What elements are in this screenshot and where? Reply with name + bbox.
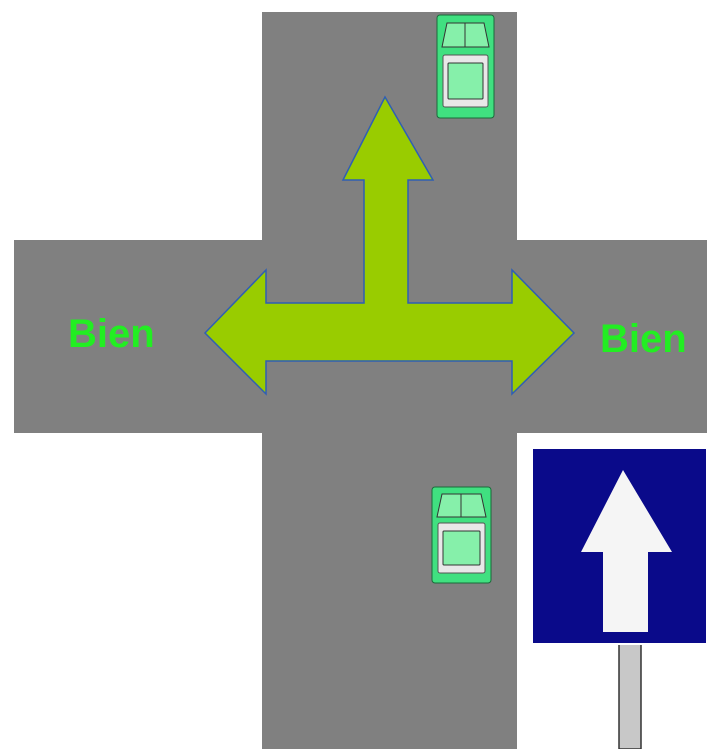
direction-label-right: Bien xyxy=(600,319,687,359)
sign-post xyxy=(619,644,641,749)
direction-label-left: Bien xyxy=(68,314,155,354)
car-top-view-icon xyxy=(432,487,491,583)
car-top-view-icon xyxy=(437,15,494,118)
one-way-sign-icon xyxy=(532,448,707,749)
